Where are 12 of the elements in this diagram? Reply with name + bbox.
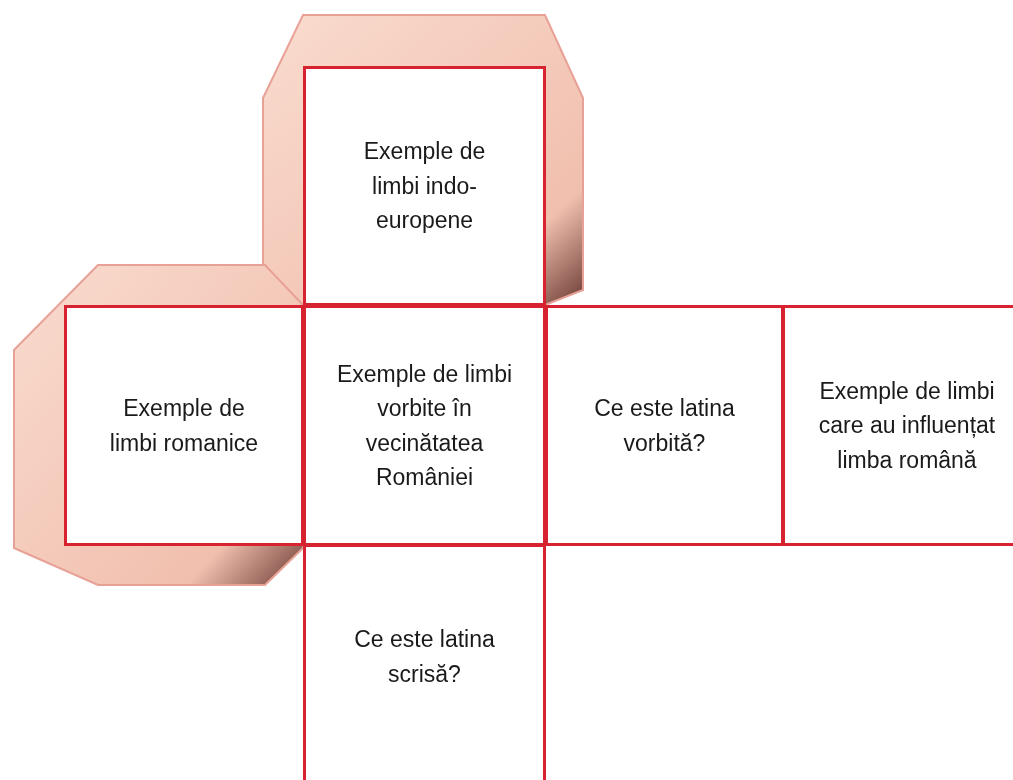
- question-text: Ce este latina vorbită?: [593, 394, 736, 458]
- net-square: [782, 305, 1013, 546]
- net-square: [545, 305, 784, 546]
- question-text: Ce este latina scrisă?: [353, 625, 496, 689]
- net-square: [64, 305, 304, 546]
- question-text: Exemple de limbi vorbite în vecinătatea României: [335, 359, 514, 492]
- question-text: Exemple de limbi romanice: [108, 394, 260, 458]
- net-square: [303, 305, 546, 546]
- question-text: Exemple de limbi care au influențat limba română: [817, 376, 997, 475]
- net-square: [303, 66, 546, 306]
- question-text: Exemple de limbi indo-europene: [362, 137, 487, 236]
- net-square: [303, 544, 546, 780]
